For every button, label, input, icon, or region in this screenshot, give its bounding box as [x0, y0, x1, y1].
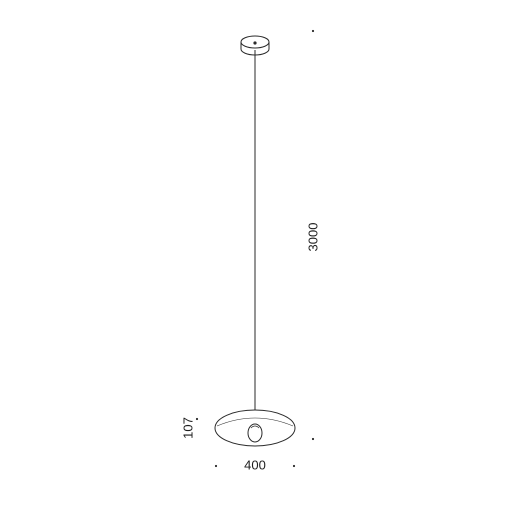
dimension-tick-height-top	[195, 417, 199, 421]
dimension-tick-top-right	[311, 29, 315, 33]
dimension-tick-bottom-right	[311, 437, 315, 441]
dimension-tick-width-left	[214, 464, 218, 468]
shade-width-label: 400	[244, 457, 266, 472]
light-bulb	[247, 423, 263, 443]
dimension-tick-width-right	[292, 464, 296, 468]
cable-length-label: 3000	[305, 223, 320, 252]
shade-height-label: 107	[180, 417, 195, 439]
lamp-shade	[214, 409, 296, 447]
